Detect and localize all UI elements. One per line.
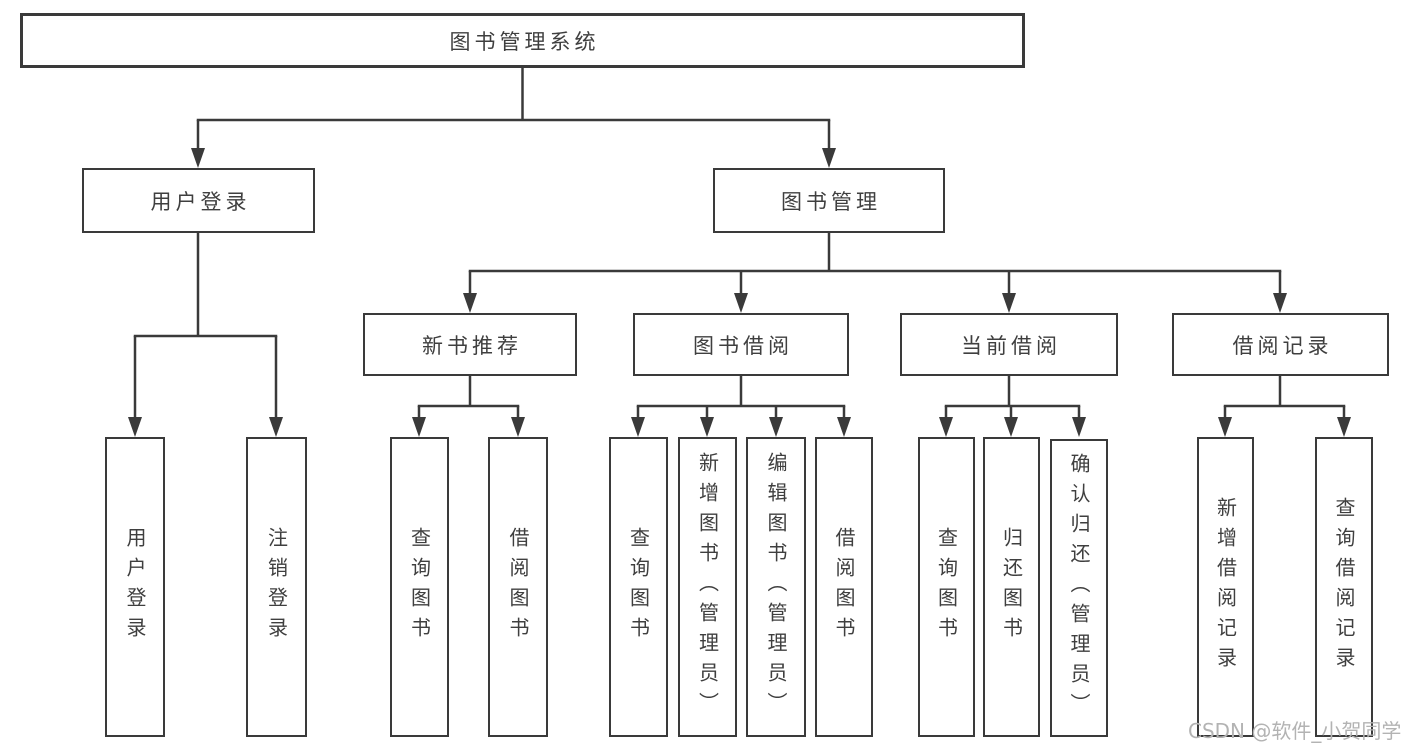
leaf-user-login: 用户登录 [105,437,165,737]
node-current-borrow: 当前借阅 [900,313,1118,376]
leaf-label: 编辑图书（管理员） [764,452,788,722]
leaf-label: 用户登录 [123,527,147,647]
leaf-label: 借阅图书 [506,527,530,647]
leaf-borrow-books-1: 借阅图书 [488,437,548,737]
leaf-add-book-admin: 新增图书（管理员） [678,437,737,737]
leaf-label: 查询图书 [407,527,432,647]
leaf-label: 查询图书 [626,527,651,647]
leaf-query-borrow-record: 查询借阅记录 [1315,437,1373,737]
leaf-query-books-2: 查询图书 [609,437,668,737]
leaf-logout: 注销登录 [246,437,307,737]
leaf-label: 归还图书 [999,527,1024,647]
node-user-login: 用户登录 [82,168,315,233]
node-book-management: 图书管理 [713,168,945,233]
leaf-query-books-3: 查询图书 [918,437,975,737]
leaf-label: 新增借阅记录 [1213,497,1238,677]
watermark: CSDN @软件_小贺同学 [1188,719,1402,743]
leaf-borrow-books-2: 借阅图书 [815,437,873,737]
leaf-return-book: 归还图书 [983,437,1040,737]
node-root: 图书管理系统 [20,13,1025,68]
leaf-label: 借阅图书 [832,527,856,647]
leaf-label: 新增图书（管理员） [695,452,720,722]
node-new-book-recommend: 新书推荐 [363,313,577,376]
node-borrow-records: 借阅记录 [1172,313,1389,376]
leaf-label: 查询图书 [934,527,959,647]
leaf-add-borrow-record: 新增借阅记录 [1197,437,1254,737]
leaf-label: 确认归还（管理员） [1067,453,1091,723]
leaf-label: 查询借阅记录 [1332,497,1356,677]
leaf-confirm-return-admin: 确认归还（管理员） [1050,439,1108,737]
leaf-label: 注销登录 [264,527,289,647]
leaf-edit-book-admin: 编辑图书（管理员） [746,437,806,737]
leaf-query-books-1: 查询图书 [390,437,449,737]
node-book-borrow: 图书借阅 [633,313,849,376]
